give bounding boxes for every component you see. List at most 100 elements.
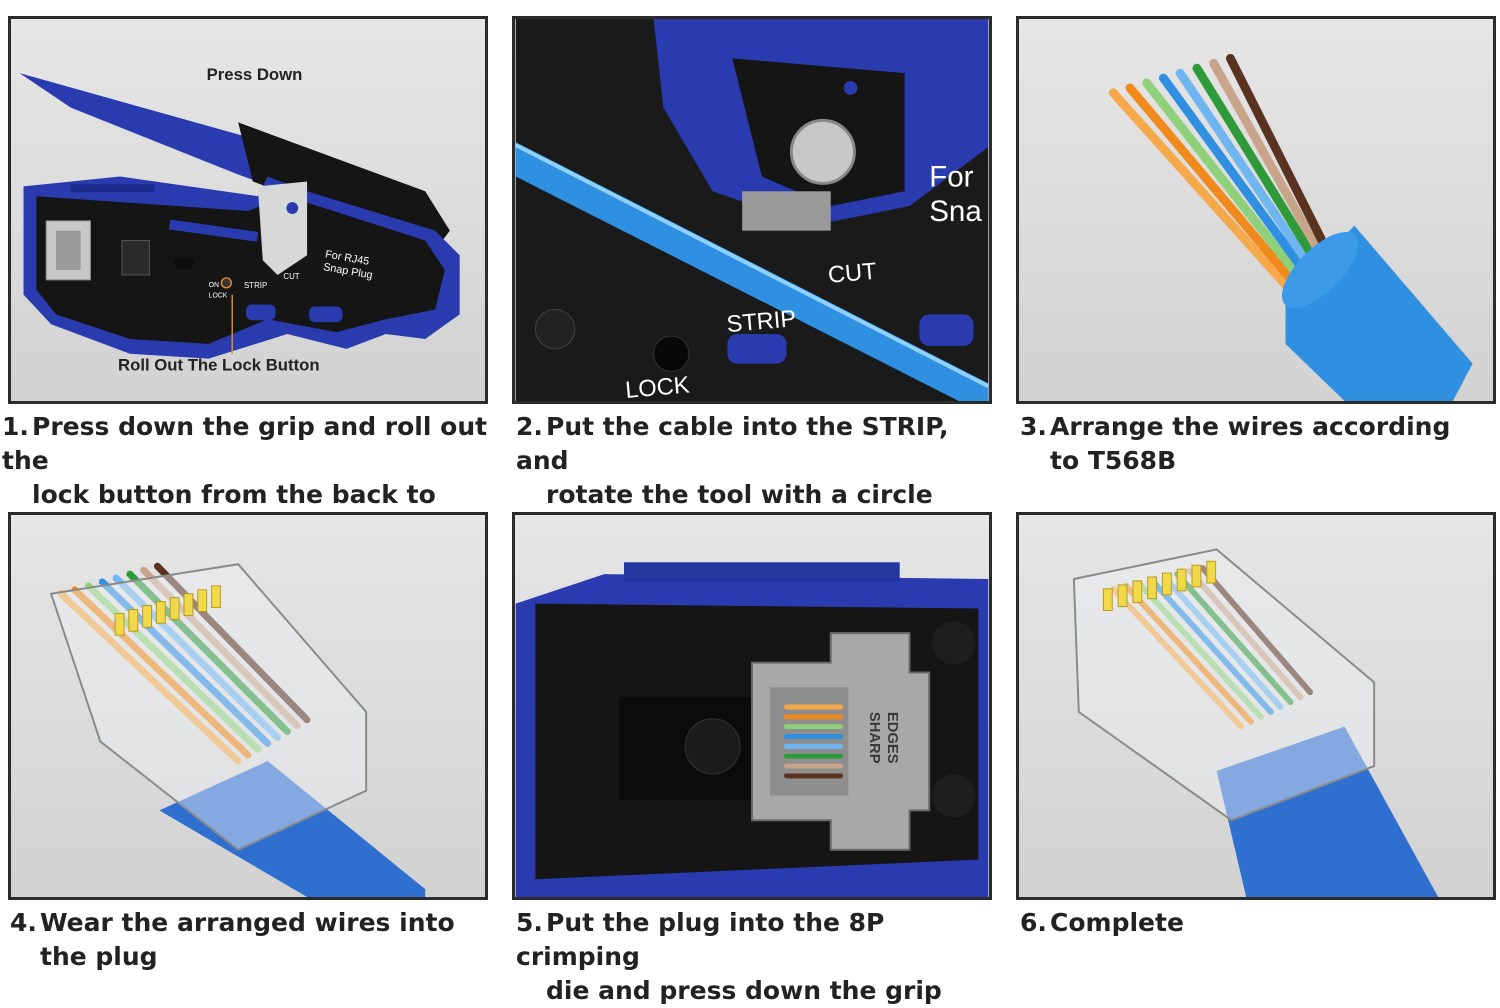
for-label: For — [929, 160, 973, 193]
rj45-plug-body — [1072, 548, 1376, 822]
completed-plug — [1072, 548, 1439, 897]
rivet-icon — [932, 773, 976, 818]
screw-icon — [684, 718, 741, 775]
strip-label: STRIP — [726, 306, 798, 338]
wire — [1159, 73, 1308, 275]
wire — [140, 566, 301, 730]
wire — [1174, 571, 1294, 706]
edges-label: EDGES — [884, 712, 900, 764]
cable-jacket — [1216, 726, 1439, 897]
gold-contact — [114, 612, 125, 636]
gold-contact — [155, 601, 166, 624]
gold-contact — [1132, 580, 1143, 604]
wire — [1108, 88, 1290, 290]
on-label: ON — [209, 282, 219, 289]
caption-line-2: rotate the tool with a circle — [546, 480, 933, 509]
caption-line-1: Arrange the wires according — [1050, 412, 1451, 441]
wire — [1125, 83, 1296, 285]
lock-label: LOCK — [624, 372, 691, 401]
wire — [1135, 579, 1264, 720]
gold-contact — [169, 597, 180, 620]
grip-ridges — [70, 184, 155, 193]
sharp-label: SHARP — [866, 712, 882, 764]
gold-contact — [1176, 568, 1187, 592]
strip-pad — [246, 304, 276, 321]
caption-line-1: Wear the arranged wires into — [40, 908, 455, 937]
arranged-wires — [1108, 53, 1473, 401]
gold-contact — [197, 589, 208, 612]
wire — [57, 590, 242, 765]
cut-label: CUT — [827, 259, 878, 289]
wire — [1175, 68, 1314, 270]
caption-line-2: to T568B — [1050, 446, 1177, 475]
hole-icon — [174, 256, 194, 271]
wires-in-plug — [49, 562, 426, 897]
caption-line-2: the plug — [40, 942, 158, 971]
strip-label: STRIP — [244, 281, 267, 290]
wire — [71, 586, 252, 759]
slot-bar — [168, 219, 259, 242]
cutter-wheel — [789, 118, 856, 185]
tool-body-black — [36, 196, 445, 344]
wire — [1187, 568, 1304, 701]
gold-contact — [142, 605, 153, 628]
wire — [1148, 577, 1274, 715]
rivet-icon — [932, 621, 976, 665]
step-3-image — [1016, 16, 1496, 404]
gold-contact — [183, 593, 194, 616]
roll-out-label: Roll Out The Lock Button — [118, 355, 320, 374]
gold-contact — [1161, 572, 1172, 596]
caption-line-2: die and press down the grip — [546, 976, 942, 1005]
plug-slot — [769, 687, 849, 796]
step-1-image: Press Down For RJ45 Snap Plug CUT STRIP … — [8, 16, 488, 404]
gold-contact — [1117, 584, 1128, 608]
gold-contacts — [114, 585, 221, 636]
step-2-image: For Sna CUT STRIP LOCK — [512, 16, 992, 404]
wire — [126, 570, 291, 736]
step-number: 4. — [10, 908, 37, 937]
strip-closeup: For Sna CUT STRIP LOCK — [515, 19, 989, 401]
pivot-dot — [843, 81, 858, 95]
wire — [1110, 585, 1245, 730]
wire — [112, 574, 281, 741]
grip-pad — [309, 306, 343, 323]
grip-ridges — [624, 562, 900, 582]
wire — [1161, 574, 1284, 710]
wire — [98, 578, 272, 747]
wire — [1142, 78, 1302, 280]
step-6-caption: 6.Complete — [1020, 906, 1500, 940]
rj45-slot — [121, 240, 151, 276]
gold-contact — [211, 585, 221, 609]
crimp-die-slot — [56, 230, 81, 271]
step-2-caption: 2.Put the cable into the STRIP, and rota… — [516, 410, 1006, 512]
press-down-label: Press Down — [207, 65, 303, 84]
strip-pad — [727, 334, 787, 364]
wire — [153, 562, 311, 724]
wire-fan — [1108, 53, 1332, 290]
step-number: 5. — [516, 908, 543, 937]
wire — [1199, 565, 1314, 696]
wire — [1123, 582, 1255, 725]
pivot-dot — [286, 202, 299, 214]
step-number: 3. — [1020, 412, 1047, 441]
step-5-image: SHARP EDGES — [512, 512, 992, 900]
cut-label: CUT — [283, 272, 299, 281]
wires — [1110, 565, 1314, 730]
gold-contact — [1191, 564, 1202, 588]
caption-line-1: Complete — [1050, 908, 1184, 937]
gold-contact — [1206, 560, 1217, 584]
step-number: 2. — [516, 412, 543, 441]
cable-jacket — [159, 761, 426, 897]
wire — [1192, 63, 1320, 265]
cable-end — [1281, 232, 1359, 309]
step-4-caption: 4.Wear the arranged wires into the plug — [10, 906, 500, 974]
caption-line-1: Press down the grip and roll out the — [2, 412, 488, 475]
crimping-tool-side-view: Press Down For RJ45 Snap Plug CUT STRIP … — [19, 65, 460, 374]
caption-line-1: Put the cable into the STRIP, and — [516, 412, 949, 475]
rj45-plug-body — [49, 563, 368, 851]
step-6-image — [1016, 512, 1496, 900]
grip-pad — [919, 314, 974, 346]
step-5-caption: 5.Put the plug into the 8P crimping die … — [516, 906, 1006, 1008]
lock-button-icon — [220, 277, 233, 289]
wires-in-die — [783, 704, 844, 779]
